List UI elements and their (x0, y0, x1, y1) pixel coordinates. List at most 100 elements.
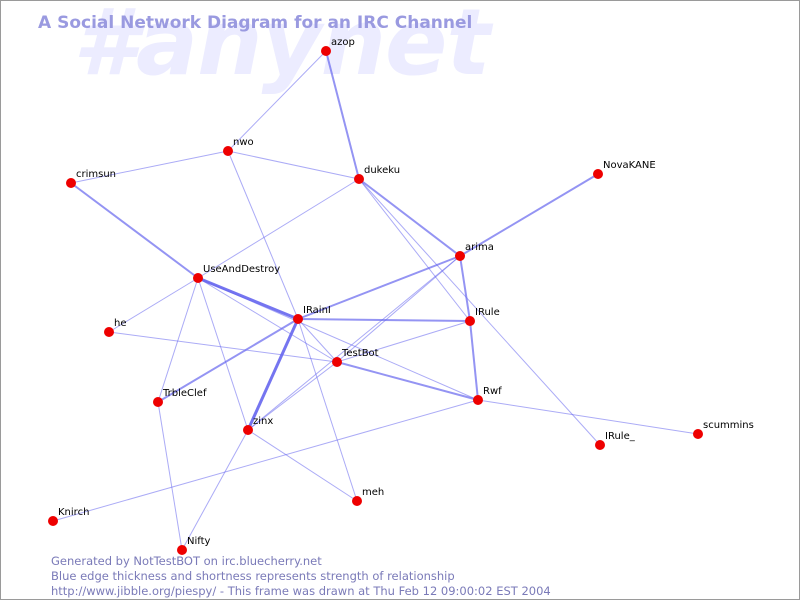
node-TestBot[interactable]: TestBot (332, 348, 379, 367)
node-dot[interactable] (293, 314, 303, 324)
node-label: Rwf (483, 386, 502, 397)
footer-generated-by: Generated by NotTestBOT on irc.bluecherr… (51, 554, 322, 568)
edge-IRainI-TrbleClef (157, 318, 299, 403)
node-label: nwo (233, 137, 254, 148)
node-label: Nifty (187, 536, 211, 547)
edge-dukeku-IRule_ (358, 178, 601, 446)
node-dot[interactable] (104, 327, 114, 337)
node-IRainI[interactable]: IRainI (293, 305, 331, 324)
edge-IRule-TestBot (336, 320, 471, 363)
edge-dukeku-IRule (358, 178, 471, 322)
channel-watermark: #anynet (73, 0, 490, 96)
edge-NovaKANE-arima (459, 173, 599, 257)
node-azop[interactable]: azop (321, 37, 355, 56)
node-Rwf[interactable]: Rwf (473, 386, 502, 405)
edge-UseAndDestroy-he (108, 277, 199, 333)
edge-IRainI-zinx (246, 318, 300, 431)
edge-azop-nwo (227, 50, 327, 152)
nodes-layer: azop nwo crimsun dukeku NovaKANE arimaUseAndD… (48, 37, 754, 555)
edge-nwo-IRainI (227, 150, 299, 320)
edge-Rwf-scummins (477, 399, 699, 435)
node-label: crimsun (76, 169, 116, 180)
node-label: azop (331, 37, 355, 48)
node-label: NovaKANE (603, 160, 656, 171)
node-dukeku[interactable]: dukeku (354, 165, 400, 184)
node-dot[interactable] (354, 174, 364, 184)
node-label: arima (465, 242, 494, 253)
node-dot[interactable] (177, 545, 187, 555)
node-dot[interactable] (332, 357, 342, 367)
footer-timestamp[interactable]: http://www.jibble.org/piespy/ - This fra… (51, 584, 551, 598)
edge-arima-TestBot (336, 255, 461, 363)
node-dot[interactable] (48, 516, 58, 526)
edge-he-TestBot (108, 331, 338, 363)
node-dot[interactable] (243, 425, 253, 435)
node-label: IRule_ (605, 431, 636, 442)
node-dot[interactable] (473, 395, 483, 405)
edge-UseAndDestroy-Rwf (197, 277, 479, 401)
edge-arima-zinx (247, 255, 461, 431)
edge-TestBot-zinx (247, 361, 338, 431)
node-label: IRainI (303, 305, 331, 316)
node-dot[interactable] (223, 146, 233, 156)
node-dot[interactable] (352, 496, 362, 506)
edge-IRainI-meh (297, 318, 358, 502)
edge-IRainI-IRule (297, 318, 471, 322)
node-UseAndDestroy[interactable]: UseAndDestroy (193, 264, 280, 283)
node-dot[interactable] (455, 251, 465, 261)
node-label: zinx (253, 416, 273, 427)
node-meh[interactable]: meh (352, 487, 384, 506)
node-he[interactable]: he (104, 318, 127, 337)
edges-layer (52, 50, 699, 551)
node-dot[interactable] (66, 178, 76, 188)
node-scummins[interactable]: scummins (693, 420, 754, 439)
node-dot[interactable] (153, 397, 163, 407)
edge-TrbleClef-Nifty (157, 401, 183, 551)
edge-IRainI-TestBot (297, 318, 338, 363)
node-IRule[interactable]: IRule (465, 307, 500, 326)
node-label: TrbleClef (162, 388, 207, 399)
diagram-title: A Social Network Diagram for an IRC Chan… (38, 13, 473, 33)
edge-UseAndDestroy-TestBot (197, 277, 338, 363)
edge-UseAndDestroy-TrbleClef (157, 277, 199, 403)
edge-Rwf-Knirch (52, 399, 479, 522)
edge-UseAndDestroy-zinx (197, 277, 249, 431)
edge-dukeku-UseAndDestroy (197, 178, 360, 279)
node-dot[interactable] (465, 316, 475, 326)
node-label: scummins (703, 420, 754, 431)
edge-IRule-Rwf (469, 320, 479, 401)
node-arima[interactable]: arima (455, 242, 494, 261)
node-dot[interactable] (693, 429, 703, 439)
edge-nwo-crimsun (70, 150, 229, 184)
edge-dukeku-arima (358, 178, 461, 257)
node-dot[interactable] (595, 440, 605, 450)
node-Nifty[interactable]: Nifty (177, 536, 211, 555)
node-zinx[interactable]: zinx (243, 416, 273, 435)
edge-zinx-Nifty (181, 429, 249, 551)
node-label: dukeku (364, 165, 400, 176)
edge-crimsun-UseAndDestroy (70, 182, 199, 279)
edge-nwo-dukeku (227, 150, 360, 180)
edge-azop-dukeku (325, 50, 360, 180)
node-label: UseAndDestroy (203, 264, 280, 275)
node-dot[interactable] (193, 273, 203, 283)
node-label: he (114, 318, 127, 329)
node-crimsun[interactable]: crimsun (66, 169, 116, 188)
node-dot[interactable] (593, 169, 603, 179)
node-label: TestBot (341, 348, 379, 359)
node-dot[interactable] (321, 46, 331, 56)
edge-arima-IRule (459, 255, 471, 322)
node-nwo[interactable]: nwo (223, 137, 254, 156)
edge-arima-IRainI (297, 255, 461, 320)
node-IRule_[interactable]: IRule_ (595, 431, 636, 450)
node-TrbleClef[interactable]: TrbleClef (153, 388, 207, 407)
node-Knirch[interactable]: Knirch (48, 507, 89, 526)
node-label: meh (362, 487, 384, 498)
node-label: IRule (475, 307, 500, 318)
footer-legend-note: Blue edge thickness and shortness repres… (51, 569, 455, 583)
node-label: Knirch (58, 507, 89, 518)
node-NovaKANE[interactable]: NovaKANE (593, 160, 656, 179)
footer: Generated by NotTestBOT on irc.bluecherr… (51, 554, 551, 599)
